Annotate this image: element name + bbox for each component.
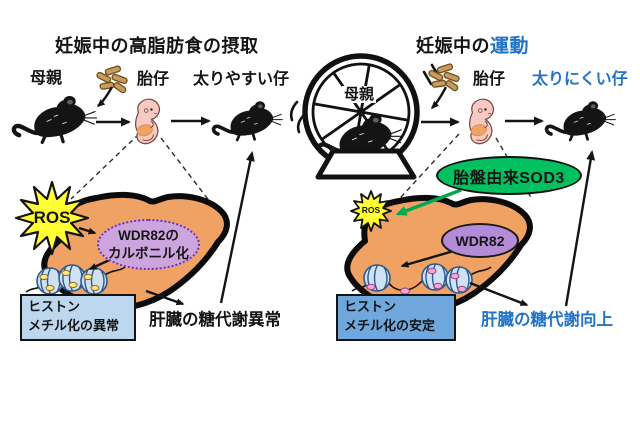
fetus-right-icon xyxy=(468,98,495,145)
motion-marks xyxy=(289,63,441,134)
wdr82-label: WDR82 xyxy=(455,232,505,249)
histone-right-line1: ヒストン xyxy=(344,299,397,314)
histone-right-line2: メチル化の安定 xyxy=(344,317,436,333)
offspring-mouse-left-icon xyxy=(211,99,285,142)
offspring-label-left: 太りやすい仔 xyxy=(193,71,290,88)
methyl-marks-pink xyxy=(366,267,467,295)
offspring-mouse-right-icon xyxy=(544,99,618,142)
fetus-left-icon xyxy=(134,98,161,145)
wdr82-line2: カルボニル化 xyxy=(108,245,189,261)
outcome-label-right: 肝臓の糖代謝向上 xyxy=(481,311,613,329)
fetus-label-right: 胎仔 xyxy=(473,71,506,88)
wdr82-line1: WDR82の xyxy=(118,227,179,243)
ros-label-left: ROS xyxy=(33,208,71,227)
right-title-prefix: 妊娠中の xyxy=(416,36,490,56)
right-title-exercise: 運動 xyxy=(490,36,530,57)
mother-label-left: 母親 xyxy=(30,70,63,87)
histone-left-line2: メチル化の異常 xyxy=(28,317,120,333)
mother-label-right: 母親 xyxy=(342,86,377,104)
outcome-label-left: 肝臓の糖代謝異常 xyxy=(149,311,281,329)
right-panel-title: 妊娠中の運動 xyxy=(416,36,529,58)
ros-starburst-right xyxy=(350,190,392,232)
flow-arrows xyxy=(78,86,596,307)
wdr82-ellipse: WDR82 xyxy=(441,223,519,258)
running-wheel-icon xyxy=(289,53,441,180)
sod3-green-arrow xyxy=(395,188,462,216)
nucleosomes-right xyxy=(351,263,492,295)
nucleosomes-left xyxy=(25,264,126,295)
methyl-marks-yellow xyxy=(39,269,100,292)
fetus-label-left: 胎仔 xyxy=(137,71,170,88)
histone-box-left: ヒストン メチル化の異常 xyxy=(20,294,136,341)
offspring-label-right: 太りにくい仔 xyxy=(532,71,628,88)
histone-left-line1: ヒストン xyxy=(28,299,81,314)
left-panel-title: 妊娠中の高脂肪食の摂取 xyxy=(55,36,259,56)
ros-starburst-left xyxy=(14,180,90,256)
wdr82-carbonylation-ellipse: WDR82の カルボニル化 xyxy=(97,219,200,270)
histone-box-right: ヒストン メチル化の安定 xyxy=(336,294,456,341)
ros-label-right: ROS xyxy=(361,205,381,215)
placenta-sod3-ellipse: 胎盤由来SOD3 xyxy=(436,156,582,195)
sod3-label: 胎盤由来SOD3 xyxy=(453,169,565,187)
wheel-stand xyxy=(315,148,417,180)
mother-mouse-icon xyxy=(14,96,97,142)
